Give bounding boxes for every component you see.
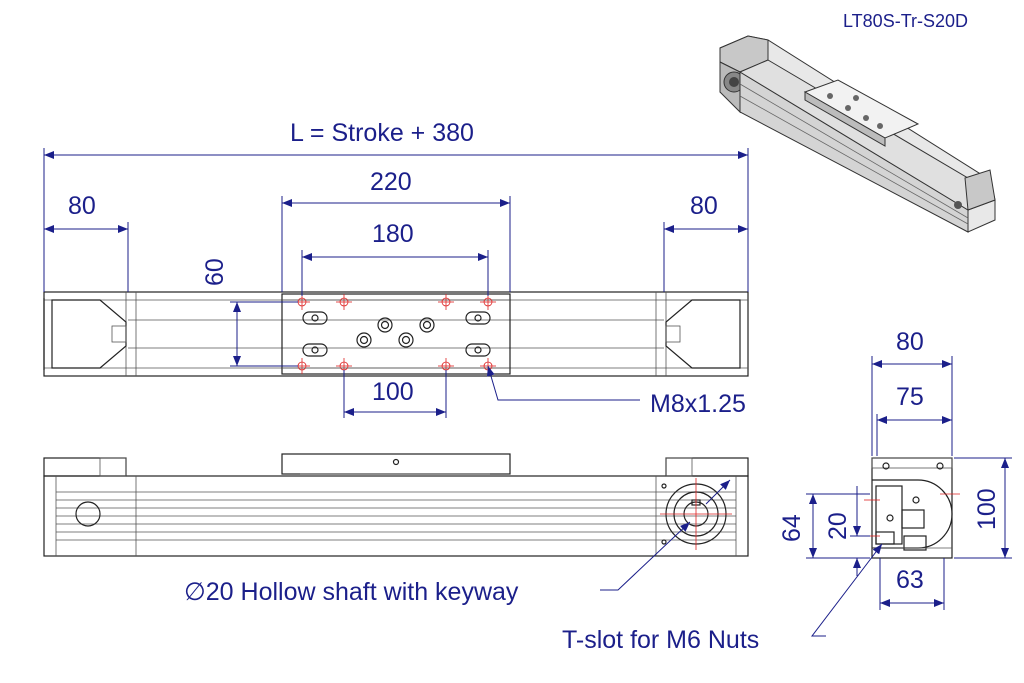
hole-spacing-center-label: 100 [372, 378, 414, 406]
isometric-view [719, 35, 996, 233]
front-view: ∅20 Hollow shaft with keyway [43, 453, 749, 606]
carriage-length-label: 220 [370, 168, 412, 196]
end-left-label: 80 [68, 192, 96, 220]
side-width-label: 80 [896, 328, 924, 356]
side-bottom-width-label: 63 [896, 566, 924, 594]
thread-label: M8x1.25 [650, 390, 746, 418]
side-shaft-height-label: 64 [778, 514, 806, 542]
carriage-width-label: 60 [201, 258, 229, 286]
mounting-holes [294, 294, 496, 374]
tslot-callout: T-slot for M6 Nuts [562, 626, 759, 654]
hollow-shaft-callout: ∅20 Hollow shaft with keyway [184, 578, 519, 606]
side-view [864, 457, 960, 559]
side-height-label: 100 [973, 488, 1001, 530]
part-number: LT80S-Tr-S20D [843, 11, 968, 31]
hole-spacing-long-label: 180 [372, 220, 414, 248]
top-view [43, 291, 749, 377]
end-right-label: 80 [690, 192, 718, 220]
side-shaft-offset-label: 20 [824, 512, 852, 540]
side-inner-width-label: 75 [896, 383, 924, 411]
side-dimensions: 80 75 100 64 20 63 T-slot for M6 Nuts [562, 328, 1012, 654]
top-dimensions: L = Stroke + 380 220 180 80 80 60 100 M8… [43, 119, 749, 418]
overall-length-label: L = Stroke + 380 [290, 119, 474, 147]
